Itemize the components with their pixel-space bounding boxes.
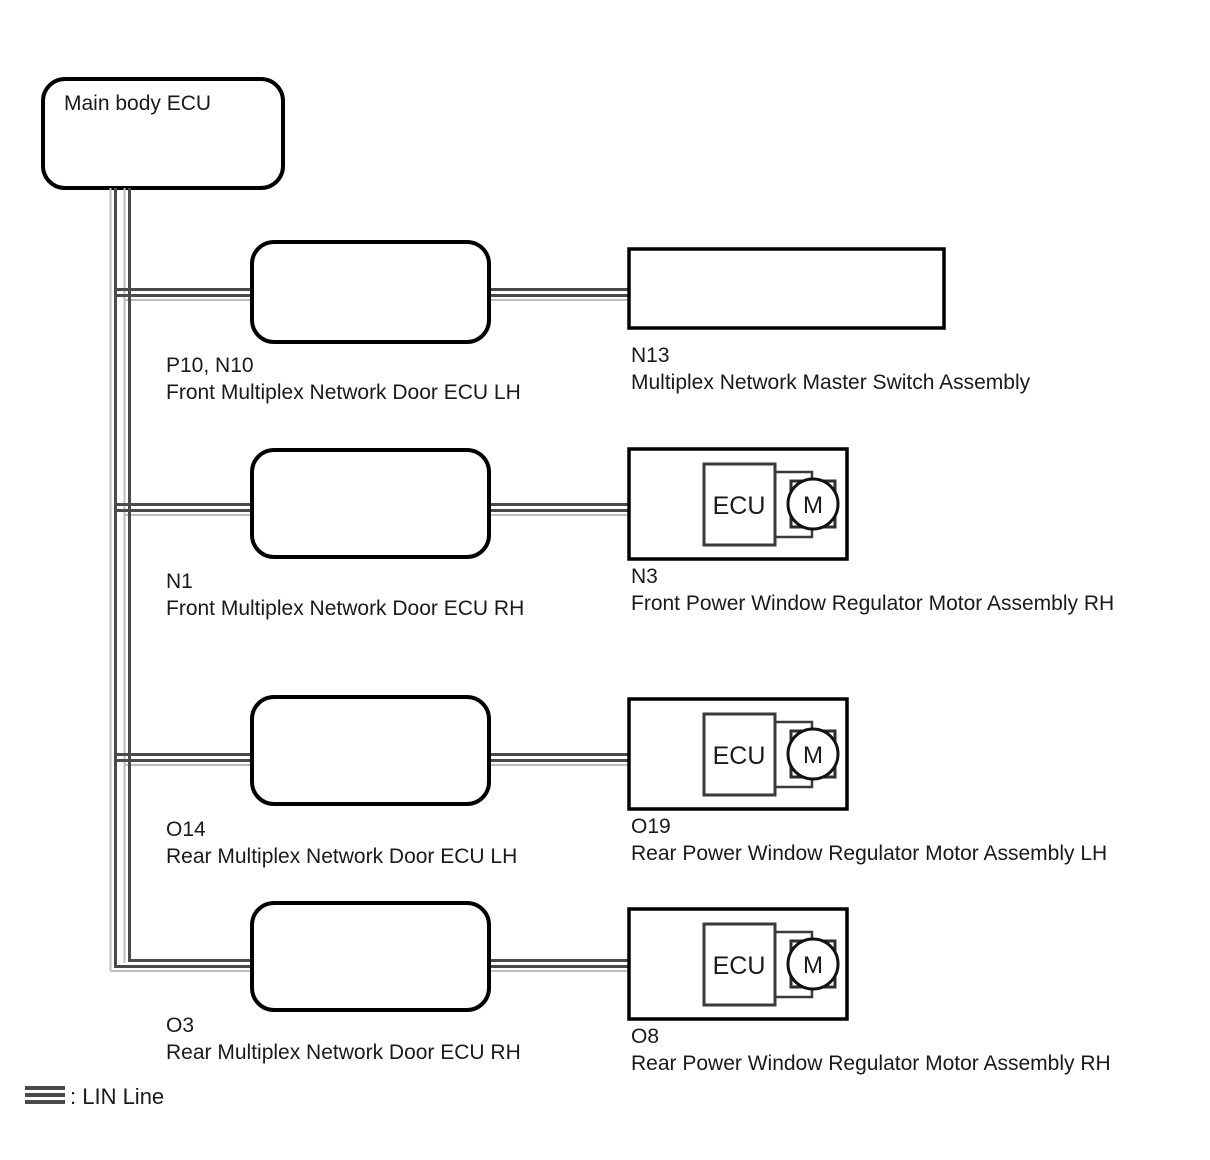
- row-3-right-name: Rear Power Window Regulator Motor Assemb…: [631, 842, 1107, 865]
- row-2-right-name: Front Power Window Regulator Motor Assem…: [631, 592, 1114, 615]
- row-4-inner-ecu-box: [702, 922, 777, 1007]
- node-rear-power-window-regulator-motor-assembly-lh[interactable]: M ECU: [627, 697, 849, 811]
- row-4-motor-circle: [786, 937, 840, 991]
- node-rear-multiplex-network-door-ecu-rh[interactable]: [250, 901, 491, 1012]
- row-1-right-name: Multiplex Network Master Switch Assembly: [631, 371, 1031, 394]
- row-3-left-box: [250, 695, 491, 806]
- row-4-right-code: O8: [631, 1025, 659, 1048]
- node-rear-multiplex-network-door-ecu-lh[interactable]: [250, 695, 491, 806]
- row-2-inner-ecu-label: ECU: [713, 492, 766, 520]
- lin-bus-network: [109, 188, 629, 972]
- row-4-left-name: Rear Multiplex Network Door ECU RH: [166, 1041, 521, 1064]
- row-4-inner-ecu-label: ECU: [713, 952, 766, 980]
- node-front-multiplex-network-door-ecu-rh[interactable]: [250, 448, 491, 559]
- row-3-motor-label: M: [803, 742, 823, 769]
- legend: : LIN Line: [25, 1084, 164, 1109]
- lin-line-symbol-stroke-3: [25, 1100, 65, 1104]
- row-2-left-box: [250, 448, 491, 559]
- lin-line-symbol-stroke-2: [25, 1093, 65, 1097]
- row-1-left-box: [250, 240, 491, 344]
- row-4-left-code: O3: [166, 1014, 194, 1037]
- row-2-inner-ecu-box: [702, 462, 777, 547]
- row-3-left-code: O14: [166, 818, 206, 841]
- row-2-right-code: N3: [631, 565, 658, 588]
- lin-line-symbol-icon: [25, 1086, 65, 1104]
- row-1-left-name: Front Multiplex Network Door ECU LH: [166, 381, 521, 404]
- node-main-body-ecu[interactable]: Main body ECU: [41, 77, 285, 190]
- lin-line-symbol-stroke-1: [25, 1086, 65, 1090]
- row-2-motor-label: M: [803, 492, 823, 519]
- node-front-power-window-regulator-motor-assembly-rh[interactable]: M ECU: [627, 447, 849, 561]
- row-3-motor-circle: [786, 727, 840, 781]
- row-1-right-box: [627, 247, 946, 330]
- lin-trunk-outer: [114, 188, 252, 968]
- row-4-right-name: Rear Power Window Regulator Motor Assemb…: [631, 1052, 1111, 1075]
- row-3-inner-ecu-box: [702, 712, 777, 797]
- row-1: P10, N10 Front Multiplex Network Door EC…: [166, 240, 1031, 404]
- lin-bus-dark-strands: [114, 188, 629, 968]
- row-1-left-code: P10, N10: [166, 354, 254, 377]
- row-4-motor-label: M: [803, 952, 823, 979]
- row-4: O3 Rear Multiplex Network Door ECU RH M …: [166, 901, 1111, 1075]
- lin-bus-highlight-strands: [109, 188, 629, 972]
- row-3-right-code: O19: [631, 815, 671, 838]
- row-3-left-name: Rear Multiplex Network Door ECU LH: [166, 845, 517, 868]
- row-1-right-code: N13: [631, 344, 670, 367]
- row-3: O14 Rear Multiplex Network Door ECU LH M…: [166, 695, 1107, 868]
- row-3-inner-ecu-label: ECU: [713, 742, 766, 770]
- row-2-left-code: N1: [166, 570, 193, 593]
- legend-label: : LIN Line: [70, 1084, 164, 1109]
- row-2: N1 Front Multiplex Network Door ECU RH M…: [166, 447, 1114, 620]
- node-rear-power-window-regulator-motor-assembly-rh[interactable]: M ECU: [627, 907, 849, 1021]
- row-4-left-box: [250, 901, 491, 1012]
- row-2-left-name: Front Multiplex Network Door ECU RH: [166, 597, 524, 620]
- node-multiplex-network-master-switch-assembly[interactable]: [627, 247, 946, 330]
- lin-branch-4-upper: [128, 958, 252, 962]
- main-body-ecu-box: [41, 77, 285, 190]
- row-2-motor-circle: [786, 477, 840, 531]
- main-body-ecu-label: Main body ECU: [64, 92, 211, 115]
- node-front-multiplex-network-door-ecu-lh[interactable]: [250, 240, 491, 344]
